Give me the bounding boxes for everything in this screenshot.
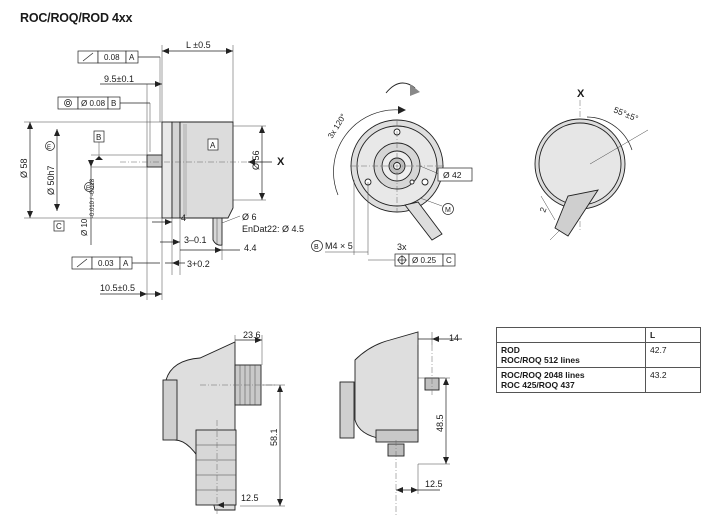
b-symbol: B [314,244,319,251]
datum-b-label: B [96,133,101,142]
svg-text:A: A [129,53,135,62]
connector-view-right: 14 48.5 12.5 [339,331,462,515]
dim-2: 2 [537,206,548,214]
svg-text:Ø 0.08: Ø 0.08 [81,99,106,108]
svg-text:0.08: 0.08 [104,53,120,62]
datum-a-box [207,138,219,151]
svg-text:A: A [123,259,129,268]
e-symbol-1: E [47,145,51,151]
svg-text:B: B [111,99,116,108]
table-header-row: L [496,327,701,343]
e-symbol-2: E [86,186,90,192]
front-cable [404,201,443,241]
dim-9-5: 9.5±0.1 [104,74,134,84]
svg-text:Ø 0.25: Ø 0.25 [412,256,437,265]
table-header-empty [496,327,646,343]
dim-4: 4 [181,213,186,223]
svg-text:0.03: 0.03 [98,259,114,268]
dim-3-minus: 3–0.1 [184,235,207,245]
view-x-label: X [577,88,585,100]
dim-12-5-right: 12.5 [425,479,443,489]
m-symbol: M [445,207,451,214]
dim-d58: Ø 58 [19,158,29,178]
dim-d56: Ø 56 [251,150,261,170]
connector-view-left: 23.6 58.1 12.5 [162,330,285,515]
view-x: X 55°±5° 2 [534,88,649,241]
flange [161,121,173,219]
dim-48-5: 48.5 [435,414,445,432]
fcf-runout-top: 0.08 A [77,50,161,122]
side-view: A X L ±0.5 0.08 A 9.5±0.1 [19,40,304,300]
thread-m4x5: M4 × 5 [325,241,353,251]
view-marker-x: X [277,156,285,168]
dim-d10: Ø 10 [80,218,89,236]
table-row-value: 42.7 [645,342,701,368]
dim-12-5-left: 12.5 [241,493,259,503]
bolt-circle-arc [333,109,401,196]
dim-d50h7: Ø 50h7 [46,165,56,195]
fcf-runout-bottom: 0.03 A [71,256,160,270]
datum-c-label: C [56,222,62,231]
dim-14: 14 [449,333,459,343]
fcf-concentric: Ø 0.08 B [57,96,151,152]
shaft [146,154,163,168]
dim-d42: Ø 42 [443,170,462,180]
dim-10-5: 10.5±0.5 [100,283,135,293]
dim-3-plus: 3+0.2 [187,259,210,269]
drawing-title: ROC/ROQ/ROD 4xx [20,11,133,25]
table-header-l: L [645,327,701,343]
angled-cable [554,189,599,237]
front-view: 3x 120° Ø 42 M B M4 × 5 3x [311,82,473,267]
cable [212,217,223,246]
dim-4-4: 4.4 [244,243,257,253]
fcf-position: Ø 0.25 C [368,253,456,267]
dim-d10-tol: -0.010 / -0.018 [90,178,96,218]
dim-3x: 3x [397,242,407,252]
dim-58-1: 58.1 [269,428,279,446]
housing-groove [183,124,187,216]
dim-angle: 55°±5° [612,105,640,124]
dim-d6: Ø 6 [242,212,257,222]
encoder-housing [179,121,234,219]
datum-a-label: A [210,141,216,150]
dim-l: L ±0.5 [186,40,211,50]
dim-23-6: 23.6 [243,330,261,340]
svg-text:C: C [446,256,452,265]
table-row-value: 43.2 [645,367,701,393]
flange-collar [171,121,181,219]
endat-note: EnDat22: Ø 4.5 [242,224,304,234]
